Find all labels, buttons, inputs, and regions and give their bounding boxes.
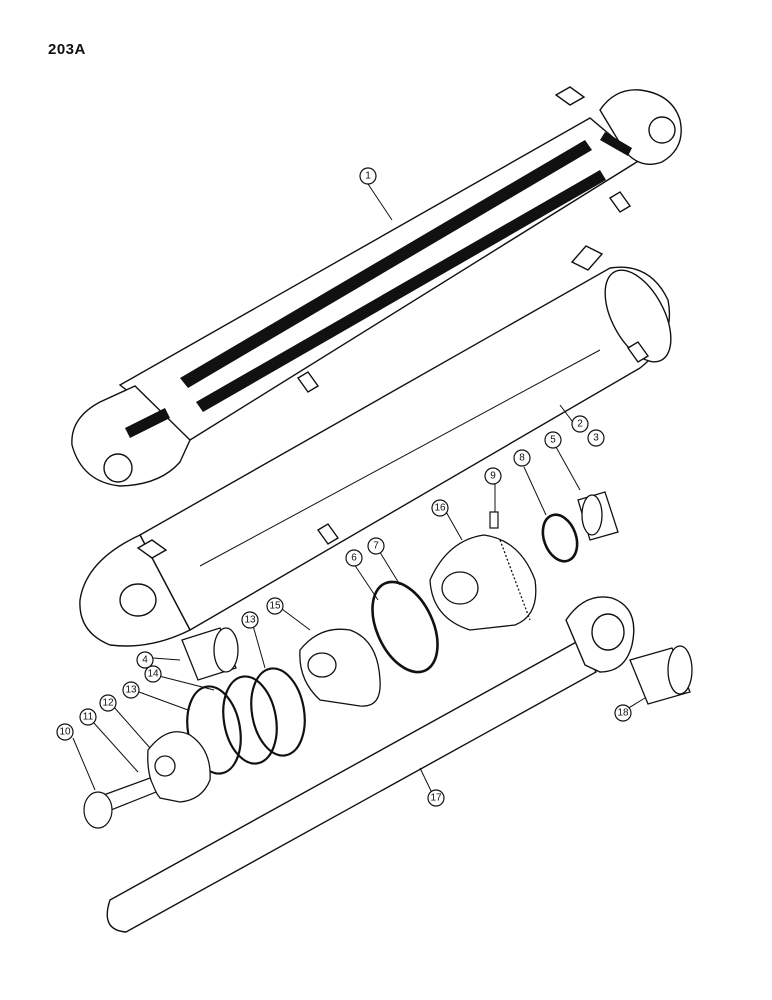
oring-6-7 bbox=[371, 580, 439, 674]
bushing-5 bbox=[577, 491, 619, 541]
wiper-8 bbox=[541, 513, 579, 563]
svg-text:12: 12 bbox=[102, 698, 114, 709]
callout-8: 8 bbox=[513, 449, 531, 467]
svg-text:8: 8 bbox=[519, 453, 525, 464]
svg-text:13: 13 bbox=[125, 685, 137, 696]
callout-5: 5 bbox=[544, 431, 562, 449]
svg-text:6: 6 bbox=[351, 553, 357, 564]
svg-text:18: 18 bbox=[617, 708, 629, 719]
callout-9: 9 bbox=[484, 467, 502, 485]
callout-1: 1 bbox=[359, 167, 377, 185]
bushing-4 bbox=[181, 627, 239, 681]
callout-6: 6 bbox=[345, 549, 363, 567]
svg-text:17: 17 bbox=[430, 793, 442, 804]
callout-18: 18 bbox=[614, 704, 632, 722]
svg-text:1: 1 bbox=[365, 171, 371, 182]
callout-3: 3 bbox=[587, 429, 605, 447]
piston-rod-17 bbox=[106, 596, 635, 933]
callout-7: 7 bbox=[367, 537, 385, 555]
nut-12 bbox=[147, 731, 211, 803]
screw-9 bbox=[489, 511, 499, 529]
svg-text:4: 4 bbox=[142, 655, 148, 666]
callout-13-lower: 13 bbox=[122, 681, 140, 699]
svg-text:2: 2 bbox=[577, 419, 583, 430]
callout-11: 11 bbox=[79, 708, 97, 726]
callout-15: 15 bbox=[266, 597, 284, 615]
callout-14: 14 bbox=[144, 665, 162, 683]
gland-16 bbox=[429, 534, 537, 631]
callout-16: 16 bbox=[431, 499, 449, 517]
cutaway-stripes bbox=[125, 132, 632, 438]
callout-17: 17 bbox=[427, 789, 445, 807]
piston-15 bbox=[299, 628, 381, 707]
svg-text:16: 16 bbox=[434, 503, 446, 514]
svg-text:3: 3 bbox=[593, 433, 599, 444]
leader-lines bbox=[72, 183, 646, 794]
callout-2: 2 bbox=[571, 415, 589, 433]
bushing-18 bbox=[629, 645, 693, 705]
callout-12: 12 bbox=[99, 694, 117, 712]
page-number: 203A bbox=[48, 41, 86, 58]
assembled-cylinder bbox=[71, 86, 682, 487]
callout-4: 4 bbox=[136, 651, 154, 669]
bolt-10 bbox=[83, 777, 157, 829]
svg-text:7: 7 bbox=[373, 541, 379, 552]
callout-10: 10 bbox=[56, 723, 74, 741]
svg-text:11: 11 bbox=[83, 712, 94, 723]
svg-text:10: 10 bbox=[59, 727, 71, 738]
svg-text:5: 5 bbox=[550, 435, 556, 446]
callout-13-upper: 13 bbox=[241, 611, 259, 629]
svg-text:13: 13 bbox=[244, 615, 256, 626]
svg-text:15: 15 bbox=[269, 601, 281, 612]
svg-text:14: 14 bbox=[147, 669, 159, 680]
svg-text:9: 9 bbox=[490, 471, 496, 482]
cylinder-barrel bbox=[79, 245, 672, 647]
